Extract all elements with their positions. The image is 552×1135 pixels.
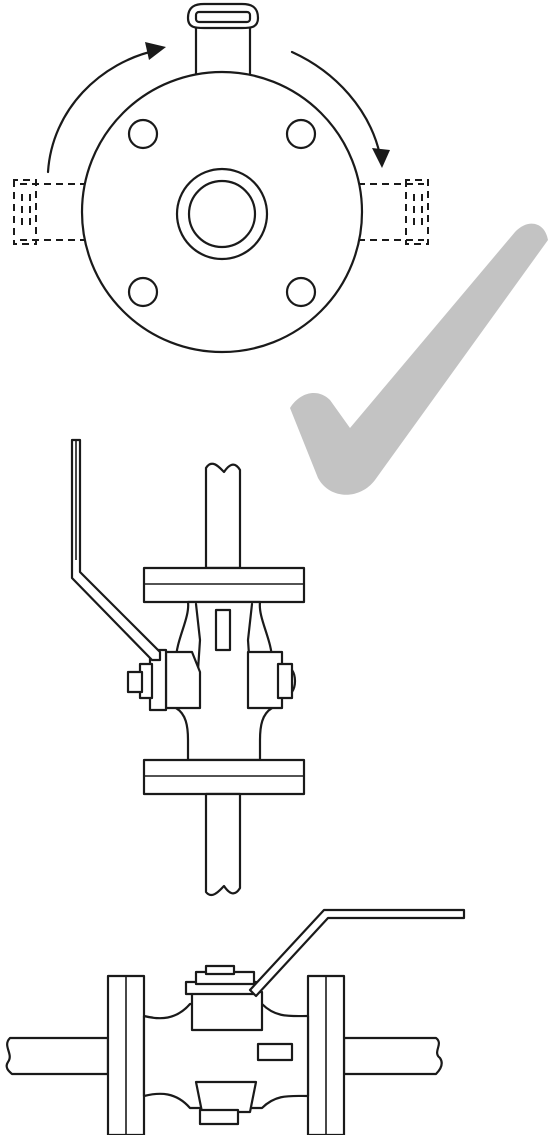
lower-flange [142,758,306,796]
bore-inner [187,179,257,249]
bolt-hole [127,118,159,150]
bolt-hole [127,276,159,308]
handle-phantom-right [358,179,429,245]
bolt-hole [285,276,317,308]
flange-disc [80,70,364,354]
lever-handle [70,438,162,662]
front-view-rotation [13,2,429,354]
bore-outer [175,167,269,261]
valve-body-horizontal [142,1002,310,1110]
rotation-arrowhead-left [145,42,166,60]
body-port-horizontal [256,1042,294,1062]
side-view-horizontal-pipe [5,908,466,1135]
rotation-arrow-left [46,48,160,174]
upper-flange [142,566,306,604]
left-pipe [5,1036,110,1076]
rotation-arrow-right [290,50,382,157]
bolt-hole [285,118,317,150]
checkmark-icon [290,223,548,495]
rotation-arrowhead-right [372,148,390,168]
right-pipe [342,1036,443,1076]
lower-pipe [204,792,242,897]
lever-handle-horizontal [248,908,466,998]
upper-pipe [204,462,242,570]
handle-stem [186,2,260,80]
body-port [214,608,232,652]
side-view-vertical-pipe [70,438,306,897]
handle-phantom-left [13,179,92,245]
